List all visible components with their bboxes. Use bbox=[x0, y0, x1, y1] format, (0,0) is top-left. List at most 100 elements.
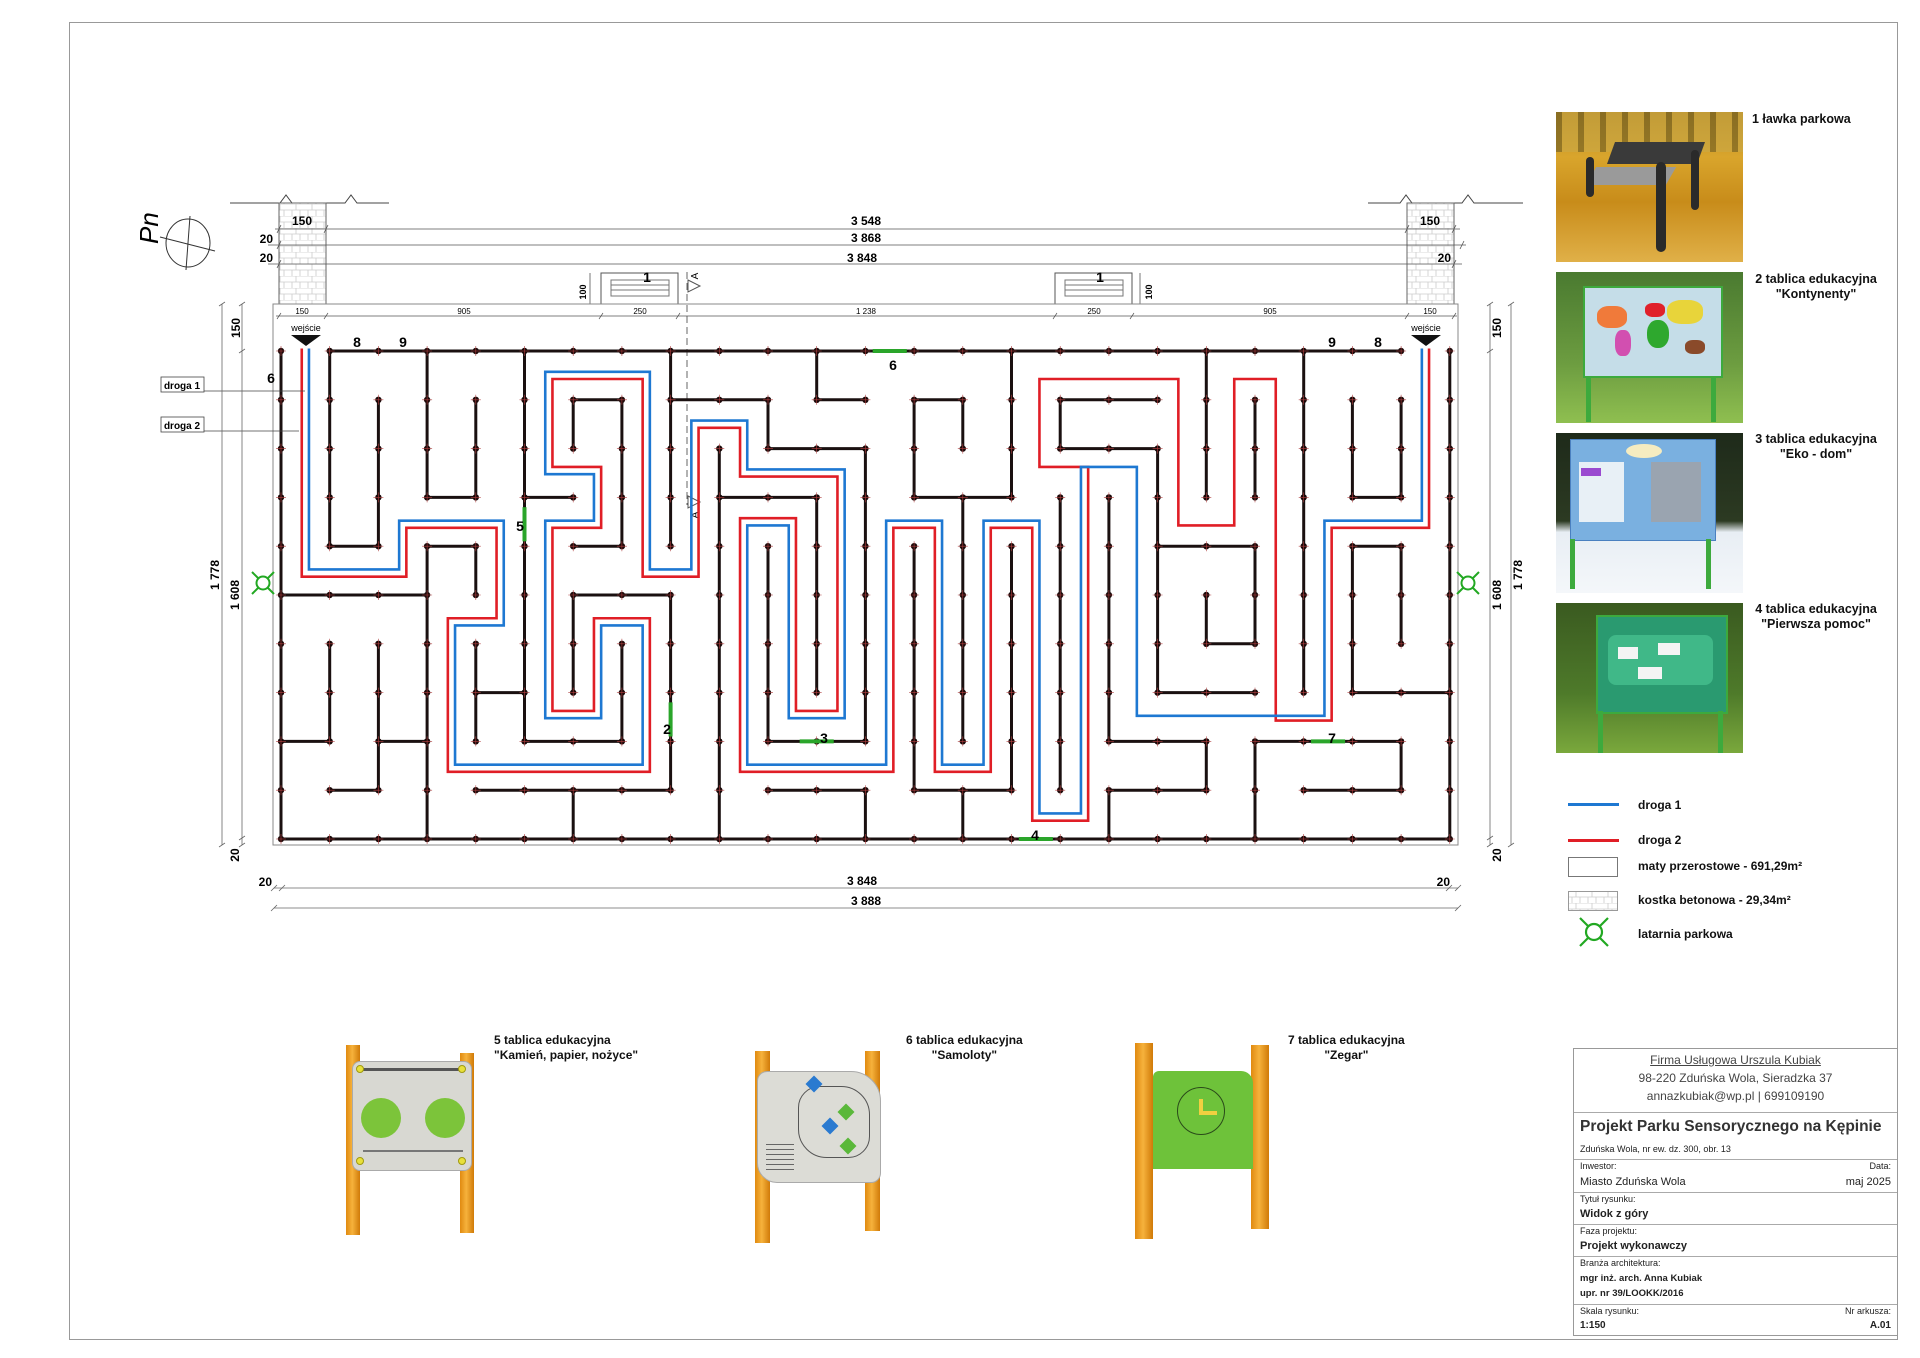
marker-2: 2 bbox=[663, 721, 671, 737]
maze-post-tick bbox=[1201, 736, 1212, 747]
boundary-line-right bbox=[1368, 194, 1523, 204]
maze-post-tick bbox=[1250, 492, 1260, 503]
photo-board-first-aid bbox=[1556, 603, 1743, 753]
dim-top-pillar-left: 150 bbox=[292, 214, 312, 228]
maze-post-tick bbox=[422, 346, 433, 356]
dim-left-overall: 1 778 bbox=[208, 560, 222, 590]
maze-post-tick bbox=[957, 736, 968, 747]
company-address: 98-220 Zduńska Wola, Sieradzka 37 bbox=[1638, 1071, 1833, 1085]
maze-post-tick bbox=[1396, 492, 1407, 503]
maze-post-tick bbox=[860, 638, 871, 649]
maze-post-tick bbox=[1006, 346, 1017, 356]
marker-3: 3 bbox=[820, 730, 828, 746]
maze-post-tick bbox=[519, 541, 530, 552]
company-name: Firma Usługowa Urszula Kubiak bbox=[1650, 1053, 1821, 1067]
board-subtitle-7: "Zegar" bbox=[1324, 1048, 1369, 1062]
maze-post-tick bbox=[568, 687, 579, 698]
photo-title-2: 2 tablica edukacyjna bbox=[1755, 272, 1877, 286]
maze-post-tick bbox=[1055, 346, 1066, 356]
maze-post-tick bbox=[1152, 638, 1163, 649]
maze-post-tick bbox=[616, 541, 627, 552]
maze-post-tick bbox=[616, 590, 627, 600]
maze-post-tick bbox=[1298, 834, 1309, 844]
sheet-frame bbox=[69, 22, 1898, 1340]
maze-post-tick bbox=[470, 492, 481, 503]
maze-post-tick bbox=[568, 736, 579, 747]
maze-post-tick bbox=[616, 443, 627, 454]
maze-post-tick bbox=[1250, 443, 1260, 454]
board-label-7: 7 tablica edukacyjna "Zegar" bbox=[1288, 1033, 1405, 1063]
lantern-icon bbox=[1456, 571, 1480, 595]
maze-post-tick bbox=[422, 687, 433, 698]
maze-post-tick bbox=[957, 590, 968, 600]
maze-post-tick bbox=[1250, 834, 1260, 844]
bench-right bbox=[1054, 272, 1133, 305]
board-title-7: 7 tablica edukacyjna bbox=[1288, 1033, 1405, 1047]
dim-bottom-offset-left: 20 bbox=[259, 875, 273, 889]
maze-post-tick bbox=[811, 346, 822, 356]
maze-post-tick bbox=[1347, 687, 1358, 698]
maze-post-tick bbox=[1055, 638, 1066, 649]
maze-post-tick bbox=[519, 346, 530, 356]
bench-height-dims bbox=[589, 273, 1141, 304]
maze-post-tick bbox=[470, 687, 481, 698]
maze-post-tick bbox=[1298, 346, 1309, 356]
maze-post-tick bbox=[957, 492, 968, 503]
board-label-6: 6 tablica edukacyjna "Samoloty" bbox=[906, 1033, 1023, 1063]
routes bbox=[300, 348, 1431, 822]
maze-post-tick bbox=[909, 443, 920, 454]
maze-post-tick bbox=[1103, 736, 1114, 747]
maze-post-tick bbox=[1298, 541, 1309, 552]
maze-post-tick bbox=[957, 687, 968, 698]
maze-post-tick bbox=[519, 834, 530, 844]
maze-post-tick bbox=[714, 394, 725, 405]
maze-post-tick bbox=[373, 541, 384, 552]
board-locations bbox=[522, 349, 1346, 841]
maze-post-tick bbox=[616, 834, 627, 844]
bench-marker-right: 1 bbox=[1096, 269, 1104, 285]
maze-post-tick bbox=[1250, 736, 1260, 747]
maze-post-tick bbox=[811, 687, 822, 698]
maze-post-tick bbox=[714, 736, 725, 747]
entrance-label-right: wejście bbox=[1410, 323, 1441, 333]
maze-post-tick bbox=[324, 443, 335, 454]
dim-row-3: 250 bbox=[633, 307, 647, 316]
maze-post-tick bbox=[373, 687, 384, 698]
legend-paver-swatch bbox=[1568, 891, 1618, 911]
maze-post-tick bbox=[665, 638, 676, 649]
project-location: Zduńska Wola, nr ew. dz. 300, obr. 13 bbox=[1580, 1144, 1731, 1154]
marker-7: 7 bbox=[1328, 730, 1336, 746]
route-callout-box-1 bbox=[160, 376, 205, 393]
maze-post-tick bbox=[1298, 736, 1309, 747]
maze-post-tick bbox=[568, 590, 579, 600]
maze-post-tick bbox=[1444, 834, 1455, 844]
maze-post-tick bbox=[276, 590, 286, 600]
maze-post-tick bbox=[1103, 590, 1114, 600]
maze-post-tick bbox=[324, 785, 335, 796]
maze-post-tick bbox=[519, 443, 530, 454]
maze-post-tick bbox=[763, 346, 773, 356]
maze-post-tick bbox=[1055, 590, 1066, 600]
maze-post-tick bbox=[1396, 785, 1407, 796]
north-arrow-icon bbox=[159, 215, 216, 271]
maze-post-tick bbox=[665, 346, 676, 356]
designer-license: upr. nr 39/LOOKK/2016 bbox=[1580, 1288, 1684, 1299]
maze-post-tick bbox=[665, 443, 676, 454]
legend-route1-line bbox=[1568, 803, 1619, 806]
dim-bench-left: 100 bbox=[578, 284, 588, 299]
maze-post-tick bbox=[763, 590, 773, 600]
maze-post-tick bbox=[860, 687, 871, 698]
maze-post-tick bbox=[1152, 443, 1163, 454]
maze-post-tick bbox=[860, 346, 871, 356]
maze-post-tick bbox=[519, 736, 530, 747]
maze-post-tick bbox=[1006, 443, 1017, 454]
maze-post-tick bbox=[470, 346, 481, 356]
photo-subtitle-4: "Pierwsza pomoc" bbox=[1761, 617, 1871, 631]
dim-top-overall: 3 868 bbox=[851, 231, 881, 245]
bench-marker-left: 1 bbox=[643, 269, 651, 285]
maze-post-tick bbox=[1201, 394, 1212, 405]
entrance-arrow-right-icon bbox=[1411, 335, 1441, 346]
dim-right-overall: 1 778 bbox=[1511, 560, 1525, 590]
maze-post-tick bbox=[1298, 590, 1309, 600]
maze-post-tick bbox=[324, 541, 335, 552]
